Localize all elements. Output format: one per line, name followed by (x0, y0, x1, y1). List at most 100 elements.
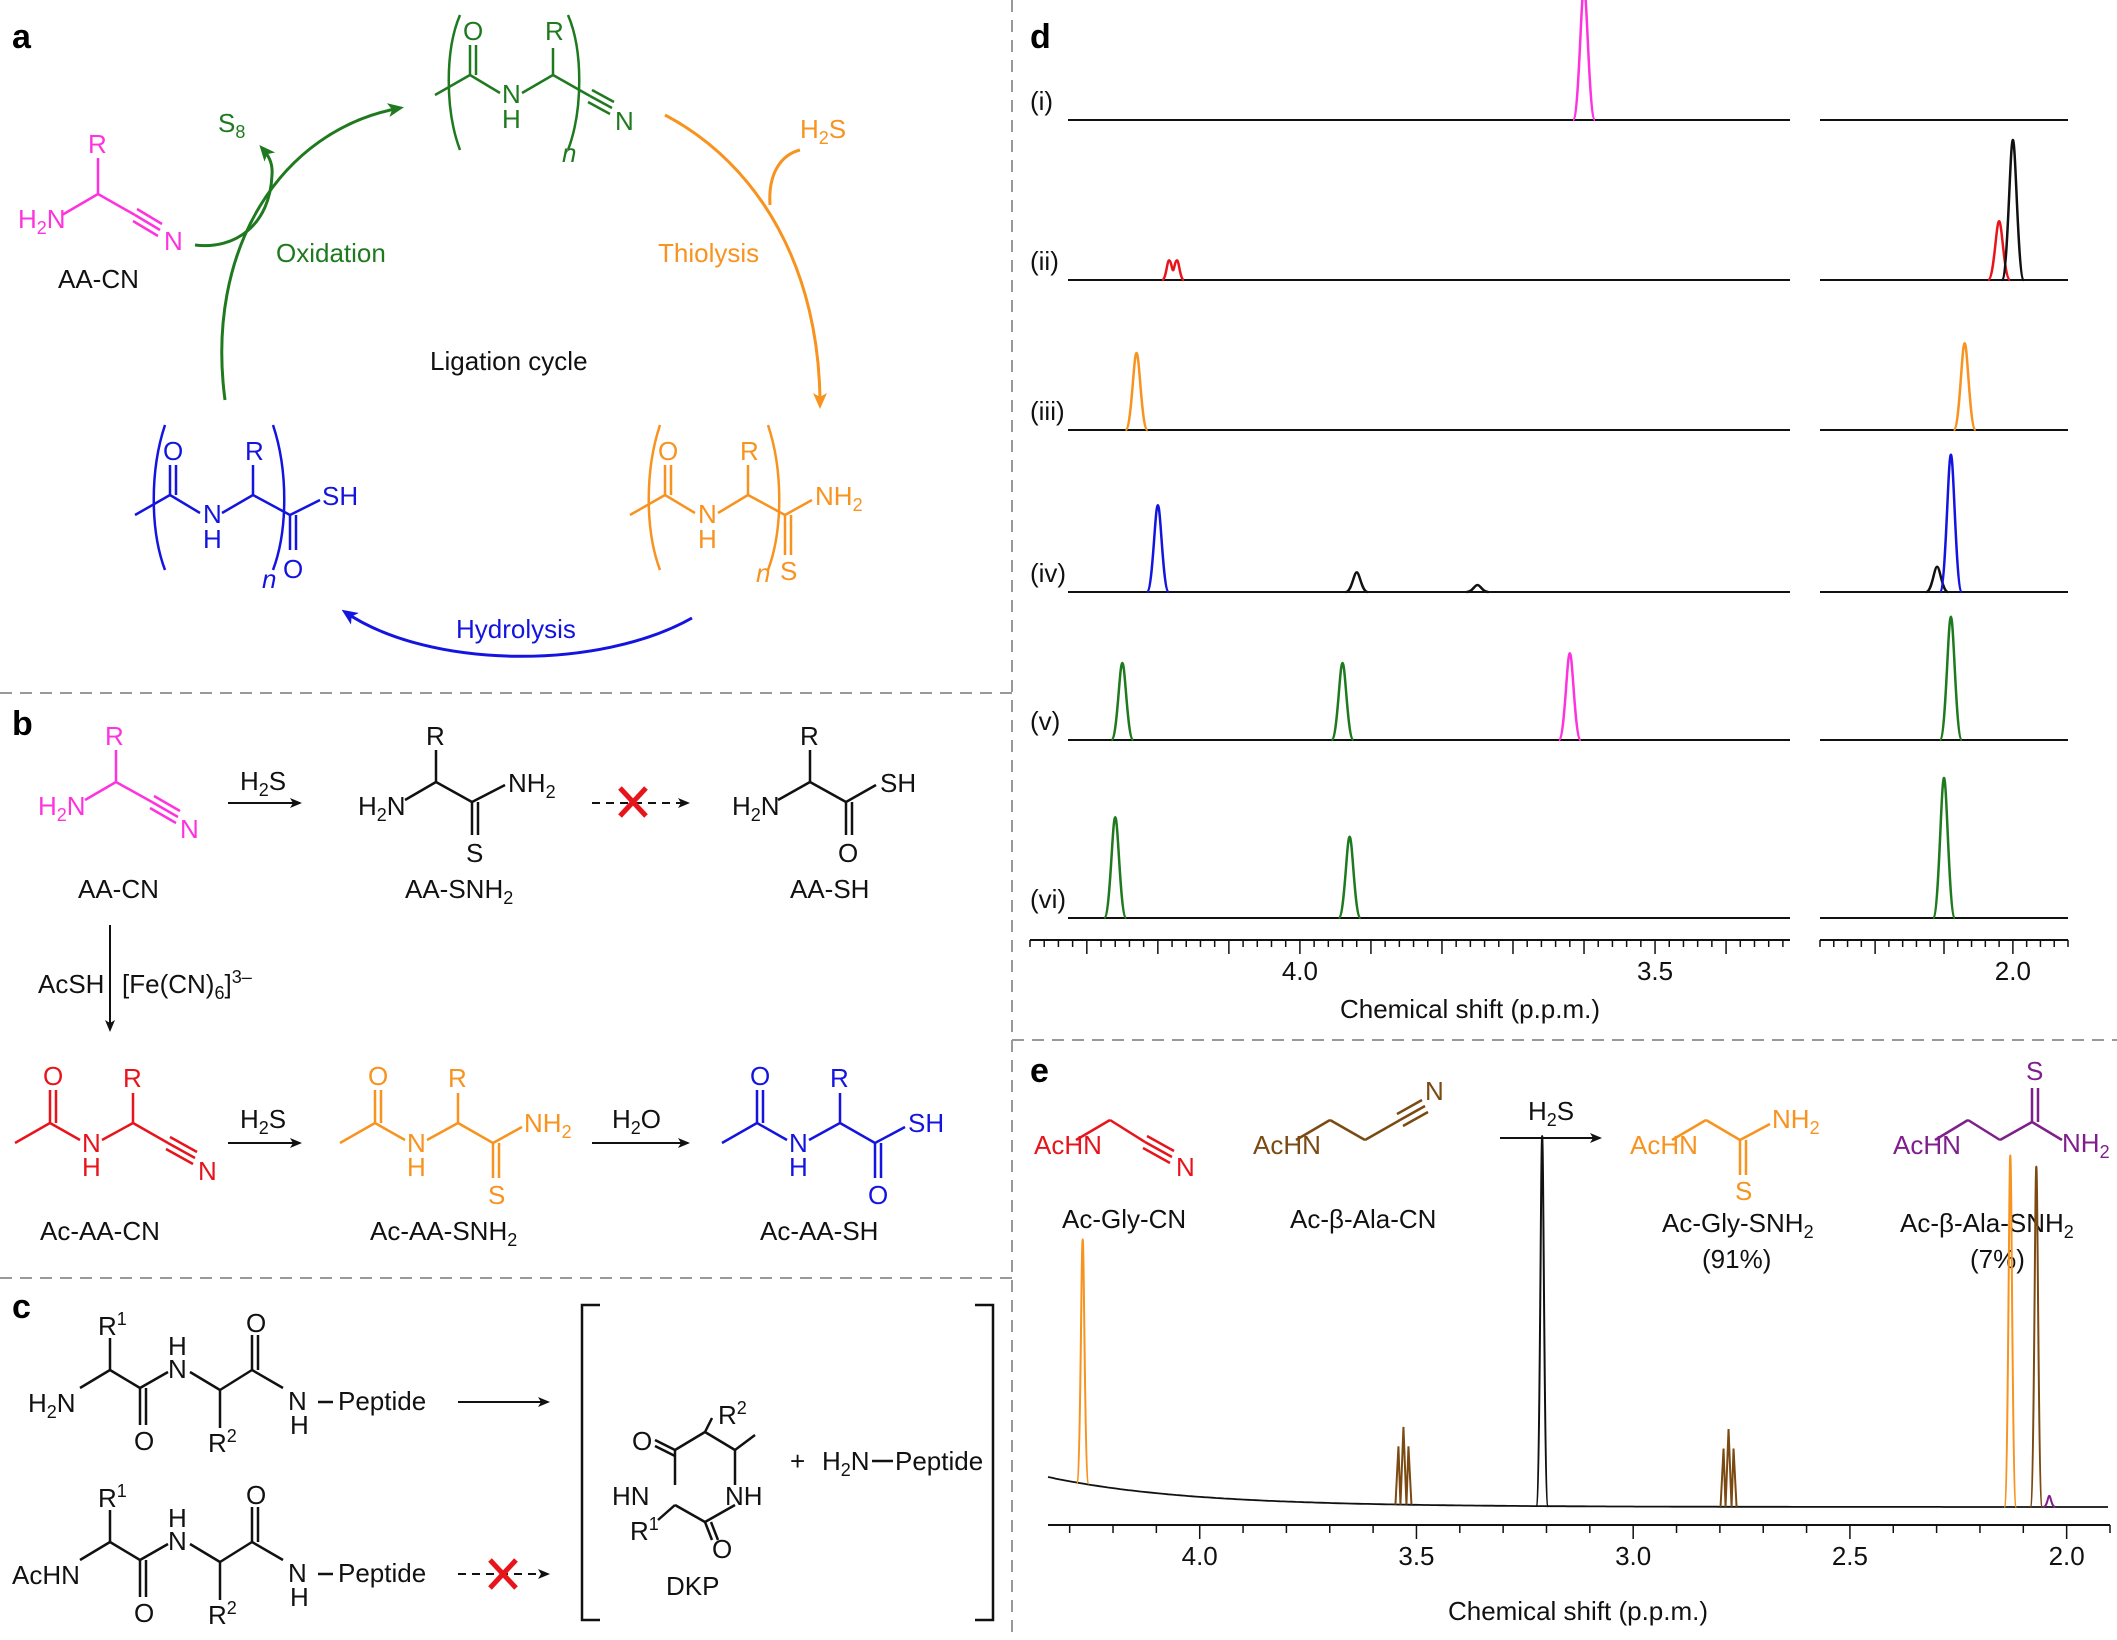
b-ac-aa-cn-r: R (123, 1063, 142, 1093)
aa-cn-molecule (61, 158, 163, 238)
b-ac-aa-sh-label: Ac-AA-SH (760, 1216, 878, 1246)
d-spectrum-label: (ii) (1030, 246, 1059, 276)
e-ac-bala-yield: (7%) (1970, 1244, 2025, 1274)
d-peak (1145, 503, 1171, 594)
d-peak (1337, 835, 1362, 920)
e-ac-gly-snh2-nh2: NH2 (1772, 1104, 1820, 1138)
hydrolysis-label: Hydrolysis (456, 614, 576, 644)
c-1-h: H (168, 1331, 187, 1361)
e-ac-bala-cn-bonds (1295, 1098, 1429, 1142)
e-ac-gly-cn-bonds (1075, 1118, 1175, 1165)
b-ac-aa-cn-bonds (14, 1090, 198, 1166)
b-blocked-cross-icon (618, 786, 648, 818)
b-ac-aa-snh2-o: O (368, 1061, 388, 1091)
panel-label-b: b (12, 705, 33, 743)
c-blocked-cross-icon (488, 1558, 518, 1590)
thioacid-n: N (203, 499, 222, 529)
c-plus: + (790, 1446, 805, 1476)
b-ac-aa-snh2-r: R (448, 1063, 467, 1093)
b-ac-aa-sh-o: O (868, 1180, 888, 1210)
s8-release-arrow (194, 144, 276, 248)
aa-cn-n: N (164, 226, 183, 256)
b-ac-aa-cn-label: Ac-AA-CN (40, 1216, 160, 1246)
b-ac-aa-sh-o-top: O (750, 1061, 770, 1091)
b-aa-sh-r: R (800, 721, 819, 751)
panel-label-d: d (1030, 18, 1051, 56)
b-aa-sh-h2n: H2N (732, 791, 780, 825)
d-peak (1952, 341, 1977, 432)
c-2-peptide-n: N (288, 1558, 307, 1588)
d-peak (1345, 571, 1369, 594)
b-aa-snh2-bonds (404, 750, 506, 835)
e-ac-gly-snh2-label: Ac-Gly-SNH2 (1662, 1208, 1814, 1242)
b-acsh-label: AcSH (38, 969, 104, 999)
c-1-o1: O (134, 1426, 154, 1456)
d-spectrum-label: (iv) (1030, 558, 1066, 588)
b-ac-aa-snh2-label: Ac-AA-SNH2 (370, 1216, 517, 1250)
c-dipeptide-2-bonds (79, 1507, 333, 1600)
thioamide-repeat: n (756, 558, 770, 588)
b-aa-sh-o: O (838, 838, 858, 868)
c-2-r2: R2 (208, 1598, 237, 1630)
b-ac-aa-snh2-n: N (407, 1128, 426, 1158)
e-ac-bala-snh2-achn: AcHN (1893, 1130, 1961, 1160)
c-dkp-nh: NH (725, 1481, 763, 1511)
panel-label-e: e (1030, 1052, 1049, 1090)
polymer-nitrile-r: R (545, 16, 564, 46)
e-ac-bala-snh2-bonds (1934, 1088, 2063, 1142)
b-ac-aa-sh-bonds (721, 1090, 906, 1178)
c-dkp-hn: HN (612, 1481, 650, 1511)
b-ac-aa-sh-h: H (789, 1152, 808, 1182)
c-2-o2: O (246, 1480, 266, 1510)
d-peak (1466, 583, 1489, 594)
b-ac-aa-sh-n: N (789, 1128, 808, 1158)
e-ac-gly-snh2-s: S (1735, 1176, 1752, 1206)
s8-label: S8 (218, 108, 245, 142)
c-1-peptide-n: N (288, 1386, 307, 1416)
c-2-h: H (168, 1503, 187, 1533)
e-tick-label: 2.0 (2049, 1541, 2085, 1571)
e-peak (1719, 1429, 1738, 1507)
d-peak (1330, 661, 1355, 742)
d-spectrum-label: (i) (1030, 86, 1053, 116)
b-aa-cn-label: AA-CN (78, 874, 159, 904)
b-aa-snh2-label: AA-SNH2 (405, 874, 513, 908)
b-aa-cn-n: N (180, 814, 199, 844)
e-ac-bala-cn-n: N (1425, 1076, 1444, 1106)
c-dkp-o2: O (712, 1534, 732, 1564)
b-ac-aa-snh2-nh2: NH2 (524, 1108, 572, 1142)
thioacid-r: R (245, 436, 264, 466)
c-1-o2: O (246, 1308, 266, 1338)
oxidation-label: Oxidation (276, 238, 386, 268)
thioamide-n: N (698, 499, 717, 529)
b-aa-sh-bonds (777, 750, 877, 835)
b-ac-aa-snh2-s: S (488, 1180, 505, 1210)
e-ac-bala-snh2-nh2: NH2 (2062, 1128, 2110, 1162)
panel-label-c: c (12, 1288, 31, 1326)
d-peak (1925, 565, 1949, 594)
e-h2s: H2S (1528, 1096, 1574, 1130)
e-ac-gly-snh2-bonds (1671, 1118, 1771, 1175)
polymer-nitrile-n: N (502, 79, 521, 109)
b-aa-sh-sh: SH (880, 768, 916, 798)
c-bracket-left (580, 1303, 600, 1622)
e-peak (1535, 1135, 1550, 1508)
oxidation-arrow (220, 103, 404, 401)
h2s-label-a: H2S (800, 114, 846, 148)
e-peak (2003, 1154, 2018, 1508)
panel-label-a: a (12, 18, 32, 56)
thiolysis-label: Thiolysis (658, 238, 759, 268)
aa-cn-h2n: H2N (18, 204, 66, 238)
thioamide-s: S (780, 556, 797, 586)
panel-b-reactions: R H2N N AA-CN H2S R H2N NH2 S AA-SNH2 (14, 721, 944, 1250)
b-ac-aa-cn-nn: N (198, 1156, 217, 1186)
d-peak (1124, 351, 1149, 432)
polymer-nitrile-o: O (463, 16, 483, 46)
hydrolysis-arrow (341, 609, 693, 658)
b-aa-snh2-r: R (426, 721, 445, 751)
e-tick-label: 2.5 (1832, 1541, 1868, 1571)
e-nmr-spectrum (1047, 1135, 2108, 1508)
b-h2s-1: H2S (240, 766, 286, 800)
